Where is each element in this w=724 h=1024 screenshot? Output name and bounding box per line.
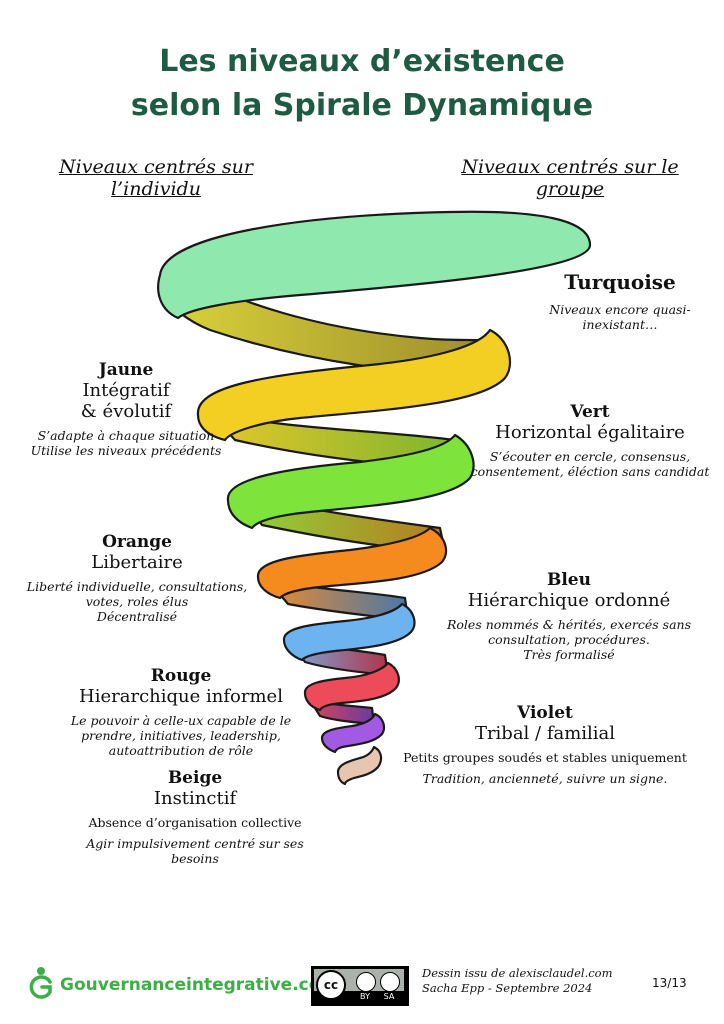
coil-orange — [256, 526, 448, 600]
page-title: Les niveaux d’existence selon la Spirale… — [0, 40, 724, 128]
level-jaune-name: Jaune — [98, 360, 154, 380]
sa-share-icon — [380, 972, 400, 992]
level-orange: Orange Libertaire Liberté individuelle, … — [26, 532, 248, 624]
cc-icon: cc — [316, 970, 346, 1000]
page-number: 13/13 — [652, 976, 687, 990]
level-vert-name: Vert — [570, 402, 610, 422]
coil-bleu — [282, 602, 416, 662]
level-turquoise-name: Turquoise — [564, 270, 676, 294]
level-rouge: Rouge Hierarchique informel Le pouvoir à… — [56, 666, 306, 758]
credits: Dessin issu de alexisclaudel.com Sacha E… — [422, 966, 613, 995]
cc-license-badge: cc BY SA — [311, 966, 409, 1006]
level-jaune: Jaune Intégratif & évolutif S’adapte à c… — [26, 360, 226, 458]
coil-turquoise — [157, 210, 592, 320]
coil-violet — [320, 712, 386, 754]
site-link[interactable]: Gouvernanceintegrative.com — [60, 975, 339, 995]
level-vert: Vert Horizontal égalitaire S’écouter en … — [470, 402, 710, 479]
coil-vert — [226, 433, 475, 530]
level-turquoise: Turquoise Niveaux encore quasi- inexista… — [540, 270, 700, 332]
level-bleu-name: Bleu — [546, 570, 591, 590]
left-column-heading: Niveaux centrés sur l’individu — [59, 156, 253, 200]
level-beige: Beige Instinctif Absence d’organisation … — [80, 768, 310, 866]
coil-rouge — [303, 661, 400, 712]
by-person-icon — [356, 972, 376, 992]
level-violet: Violet Tribal / familial Petits groupes … — [395, 703, 695, 786]
coil-beige — [336, 745, 383, 786]
coil-jaune — [196, 328, 512, 442]
site-logo-icon — [28, 966, 54, 1004]
level-violet-name: Violet — [517, 703, 573, 723]
right-column-heading: Niveaux centrés sur le groupe — [461, 156, 679, 200]
level-orange-name: Orange — [102, 532, 172, 552]
title-line-1: Les niveaux d’existence — [159, 44, 565, 79]
title-line-2: selon la Spirale Dynamique — [130, 88, 594, 123]
level-beige-name: Beige — [167, 768, 223, 788]
level-rouge-name: Rouge — [150, 666, 212, 686]
level-bleu: Bleu Hiérarchique ordonné Roles nommés &… — [438, 570, 700, 662]
